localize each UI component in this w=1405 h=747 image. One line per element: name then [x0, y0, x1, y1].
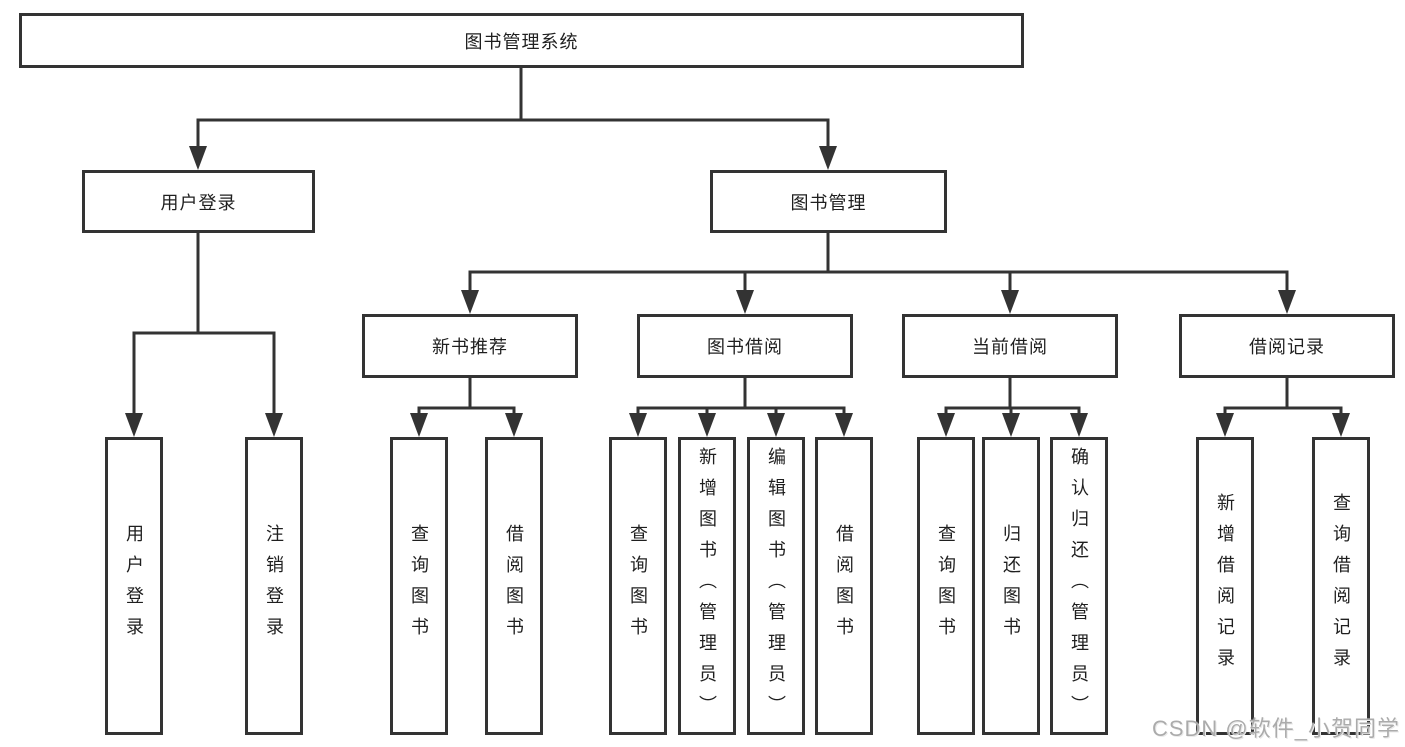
leaf-label: 新增借阅记录 — [1215, 493, 1235, 679]
node-label: 图书管理系统 — [464, 31, 579, 52]
leaf-add-borrow-record: 新增借阅记录 — [1196, 437, 1254, 735]
leaf-label: 查询图书 — [628, 524, 648, 648]
leaf-query-books-current: 查询图书 — [917, 437, 975, 735]
leaf-logout: 注销登录 — [245, 437, 303, 735]
leaf-confirm-return-admin: 确认归还（管理员） — [1050, 437, 1108, 735]
connector-current-to-leaves — [944, 378, 1081, 419]
connector-mgmt-to-level3 — [468, 233, 1289, 296]
node-label: 当前借阅 — [972, 337, 1048, 357]
node-book-management: 图书管理 — [710, 170, 947, 233]
arrowheads — [125, 146, 1350, 437]
connector-login-to-leaves — [132, 233, 276, 419]
node-book-borrowing: 图书借阅 — [637, 314, 853, 378]
leaf-edit-books-admin: 编辑图书（管理员） — [747, 437, 805, 735]
leaf-label: 注销登录 — [264, 524, 284, 648]
leaf-user-login: 用户登录 — [105, 437, 163, 735]
connector-records-to-leaves — [1223, 378, 1343, 419]
node-new-book-recommend: 新书推荐 — [362, 314, 578, 378]
leaf-return-books: 归还图书 — [982, 437, 1040, 735]
leaf-label: 归还图书 — [1001, 524, 1021, 648]
csdn-watermark: CSDN @软件_小贺同学 — [1151, 716, 1400, 741]
node-current-borrowing: 当前借阅 — [902, 314, 1118, 378]
leaf-borrow-books-recommend: 借阅图书 — [485, 437, 543, 735]
node-label: 图书管理 — [790, 192, 867, 213]
leaf-query-books-recommend: 查询图书 — [390, 437, 448, 735]
connector-newrec-to-leaves — [417, 378, 516, 419]
leaf-query-borrow-record: 查询借阅记录 — [1312, 437, 1370, 735]
node-user-login: 用户登录 — [82, 170, 315, 233]
connector-borrow-to-leaves — [636, 378, 846, 419]
leaf-borrow-books: 借阅图书 — [815, 437, 873, 735]
node-label: 用户登录 — [160, 192, 237, 213]
leaf-label: 用户登录 — [124, 524, 144, 648]
connector-root-to-level2 — [196, 68, 830, 150]
leaf-label: 借阅图书 — [834, 524, 854, 648]
node-system-root: 图书管理系统 — [19, 13, 1024, 68]
node-label: 图书借阅 — [707, 337, 783, 357]
leaf-label: 查询图书 — [409, 524, 429, 648]
leaf-label: 确认归还（管理员） — [1069, 446, 1089, 726]
node-label: 借阅记录 — [1249, 337, 1325, 357]
node-label: 新书推荐 — [432, 337, 508, 357]
leaf-query-books-borrowing: 查询图书 — [609, 437, 667, 735]
leaf-label: 查询图书 — [936, 524, 956, 648]
leaf-label: 查询借阅记录 — [1331, 493, 1351, 679]
leaf-add-books-admin: 新增图书（管理员） — [678, 437, 736, 735]
leaf-label: 编辑图书（管理员） — [766, 446, 786, 726]
leaf-label: 借阅图书 — [504, 524, 524, 648]
leaf-label: 新增图书（管理员） — [697, 446, 717, 726]
node-borrow-records: 借阅记录 — [1179, 314, 1395, 378]
